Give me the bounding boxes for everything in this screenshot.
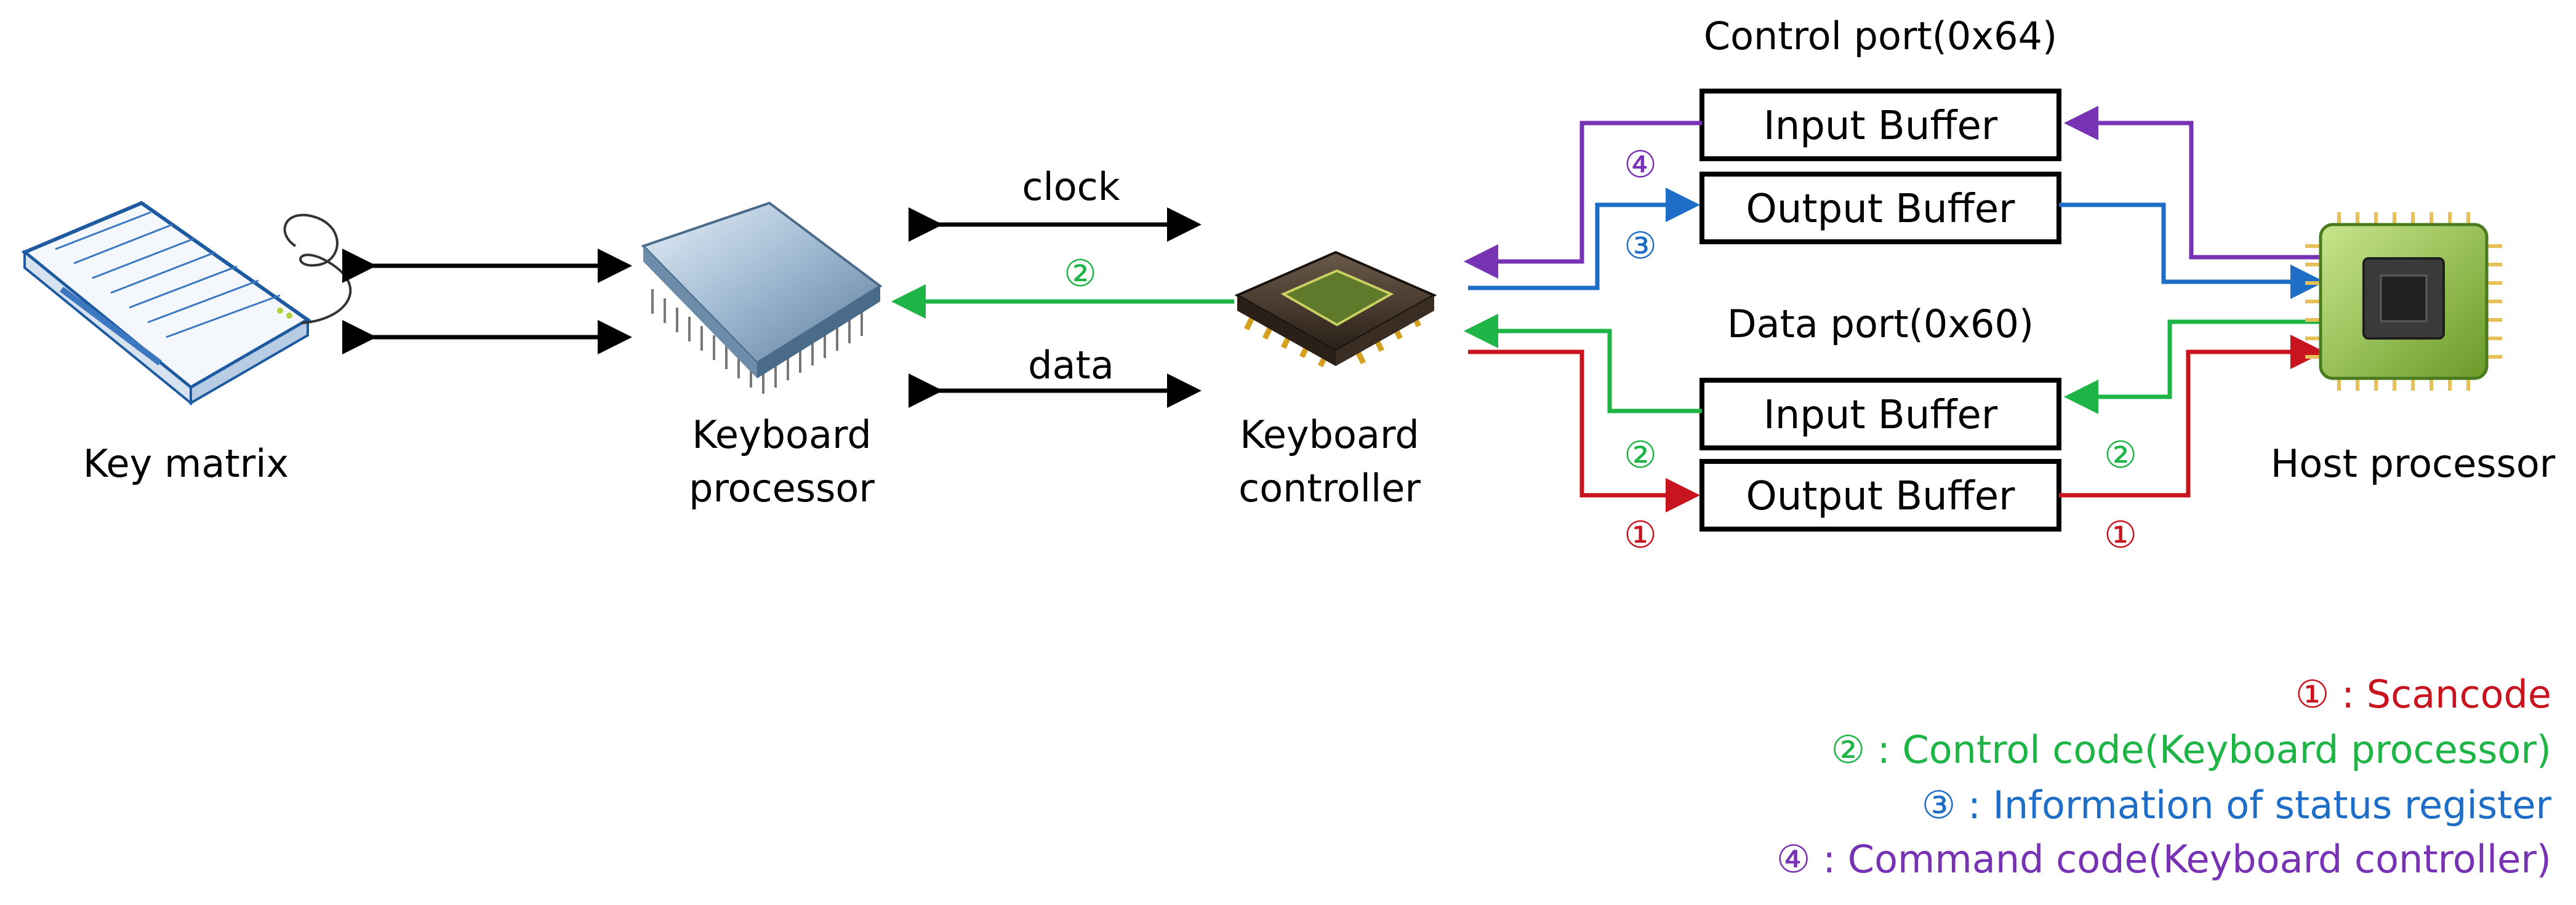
- keyboard-processor-label-line1: Keyboard: [692, 412, 871, 457]
- legend-item-command-code: ④ : Command code(Keyboard controller): [1776, 837, 2551, 882]
- keyboard-icon: [21, 201, 352, 406]
- clock-label: clock: [1022, 164, 1120, 209]
- marker-two-data-right: ②: [2104, 434, 2137, 477]
- keyboard-controller-label-line2: controller: [1238, 466, 1421, 511]
- legend-item-status-register: ③ : Information of status register: [1922, 783, 2552, 827]
- control-code-arrow-host-to-input-buffer: [2064, 319, 2324, 414]
- keyboard-processor-chip-icon: [641, 201, 883, 394]
- control-output-buffer-label: Output Buffer: [1746, 186, 2016, 232]
- control-input-buffer-label: Input Buffer: [1763, 103, 1998, 149]
- status-arrow-controller-to-output-buffer: [1468, 188, 1700, 290]
- marker-two-data-left: ②: [1624, 434, 1657, 477]
- marker-one-data-left: ①: [1624, 514, 1657, 557]
- data-input-buffer: Input Buffer: [1699, 378, 2061, 450]
- control-code-arrow-input-buffer-to-controller: [1464, 314, 1702, 413]
- control-port-label: Control port(0x64): [1704, 14, 2057, 58]
- marker-three-status: ③: [1624, 225, 1657, 268]
- data-output-buffer-label: Output Buffer: [1746, 474, 2016, 519]
- keyboard-controller-chip-icon: [1234, 250, 1437, 368]
- command-arrow-input-buffer-to-controller: [1464, 121, 1702, 279]
- host-processor-label: Host processor: [2271, 441, 2556, 486]
- keyboard-controller-label-line1: Keyboard: [1240, 412, 1419, 457]
- status-arrow-output-buffer-to-host: [2059, 202, 2325, 299]
- legend-item-scancode: ① : Scancode: [2295, 672, 2551, 717]
- marker-two-processor-link: ②: [1064, 252, 1097, 295]
- data-output-buffer: Output Buffer: [1699, 459, 2061, 532]
- marker-four-command: ④: [1624, 143, 1657, 186]
- control-output-buffer: Output Buffer: [1699, 172, 2061, 244]
- command-arrow-host-to-input-buffer: [2064, 106, 2324, 260]
- key-matrix-label: Key matrix: [83, 441, 289, 486]
- keyboard-processor-label-line2: processor: [689, 466, 875, 511]
- data-input-buffer-label: Input Buffer: [1763, 393, 1998, 438]
- host-processor-chip-icon: [2305, 212, 2502, 391]
- scancode-arrow-output-buffer-to-host: [2059, 335, 2325, 498]
- scancode-arrow-controller-to-output-buffer: [1468, 349, 1700, 512]
- legend-item-control-code: ② : Control code(Keyboard processor): [1831, 727, 2551, 772]
- data-label: data: [1028, 343, 1114, 388]
- control-input-buffer: Input Buffer: [1699, 89, 2061, 161]
- legend: ① : Scancode ② : Control code(Keyboard p…: [1776, 672, 2552, 882]
- data-port-label: Data port(0x60): [1727, 301, 2034, 346]
- marker-one-data-right: ①: [2104, 514, 2137, 557]
